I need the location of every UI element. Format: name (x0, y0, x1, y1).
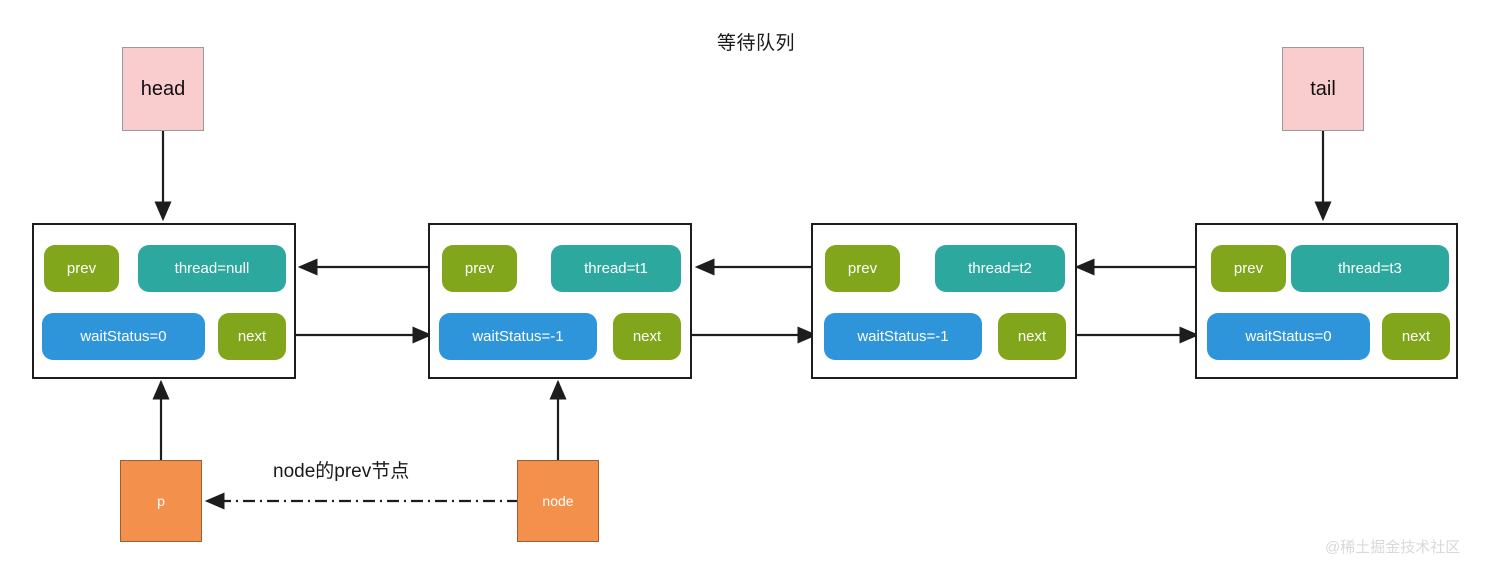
node-3-waitstatus-pill[interactable]: waitStatus=-1 (824, 313, 982, 360)
queue-node-2[interactable]: prev thread=t1 waitStatus=-1 next (428, 223, 692, 379)
node-4-prev-pill[interactable]: prev (1211, 245, 1286, 292)
p-pointer-box[interactable]: p (120, 460, 202, 542)
watermark: @稀土掘金技术社区 (1325, 539, 1461, 556)
node-3-thread-pill[interactable]: thread=t2 (935, 245, 1065, 292)
node-1-waitstatus-pill[interactable]: waitStatus=0 (42, 313, 205, 360)
node-pointer-box[interactable]: node (517, 460, 599, 542)
node-2-next-pill[interactable]: next (613, 313, 681, 360)
page-title: 等待队列 (716, 33, 795, 54)
node-3-prev-pill[interactable]: prev (825, 245, 900, 292)
node-4-thread-pill[interactable]: thread=t3 (1291, 245, 1449, 292)
node-3-next-pill[interactable]: next (998, 313, 1066, 360)
tail-pointer-label: tail (1310, 77, 1336, 100)
node-4-waitstatus-pill[interactable]: waitStatus=0 (1207, 313, 1370, 360)
node-1-next-pill[interactable]: next (218, 313, 286, 360)
node-pointer-label: node (542, 493, 574, 509)
node-2-thread-pill[interactable]: thread=t1 (551, 245, 681, 292)
node-2-prev-pill[interactable]: prev (442, 245, 517, 292)
tail-pointer-box[interactable]: tail (1282, 47, 1364, 131)
head-pointer-label: head (140, 77, 186, 100)
node-2-waitstatus-pill[interactable]: waitStatus=-1 (439, 313, 597, 360)
node-1-thread-pill[interactable]: thread=null (138, 245, 286, 292)
queue-node-4[interactable]: prev thread=t3 waitStatus=0 next (1195, 223, 1458, 379)
queue-node-3[interactable]: prev thread=t2 waitStatus=-1 next (811, 223, 1077, 379)
queue-node-1[interactable]: prev thread=null waitStatus=0 next (32, 223, 296, 379)
head-pointer-box[interactable]: head (122, 47, 204, 131)
prev-relation-label: node的prev节点 (273, 461, 410, 482)
p-pointer-label: p (157, 493, 165, 509)
node-4-next-pill[interactable]: next (1382, 313, 1450, 360)
node-1-prev-pill[interactable]: prev (44, 245, 119, 292)
